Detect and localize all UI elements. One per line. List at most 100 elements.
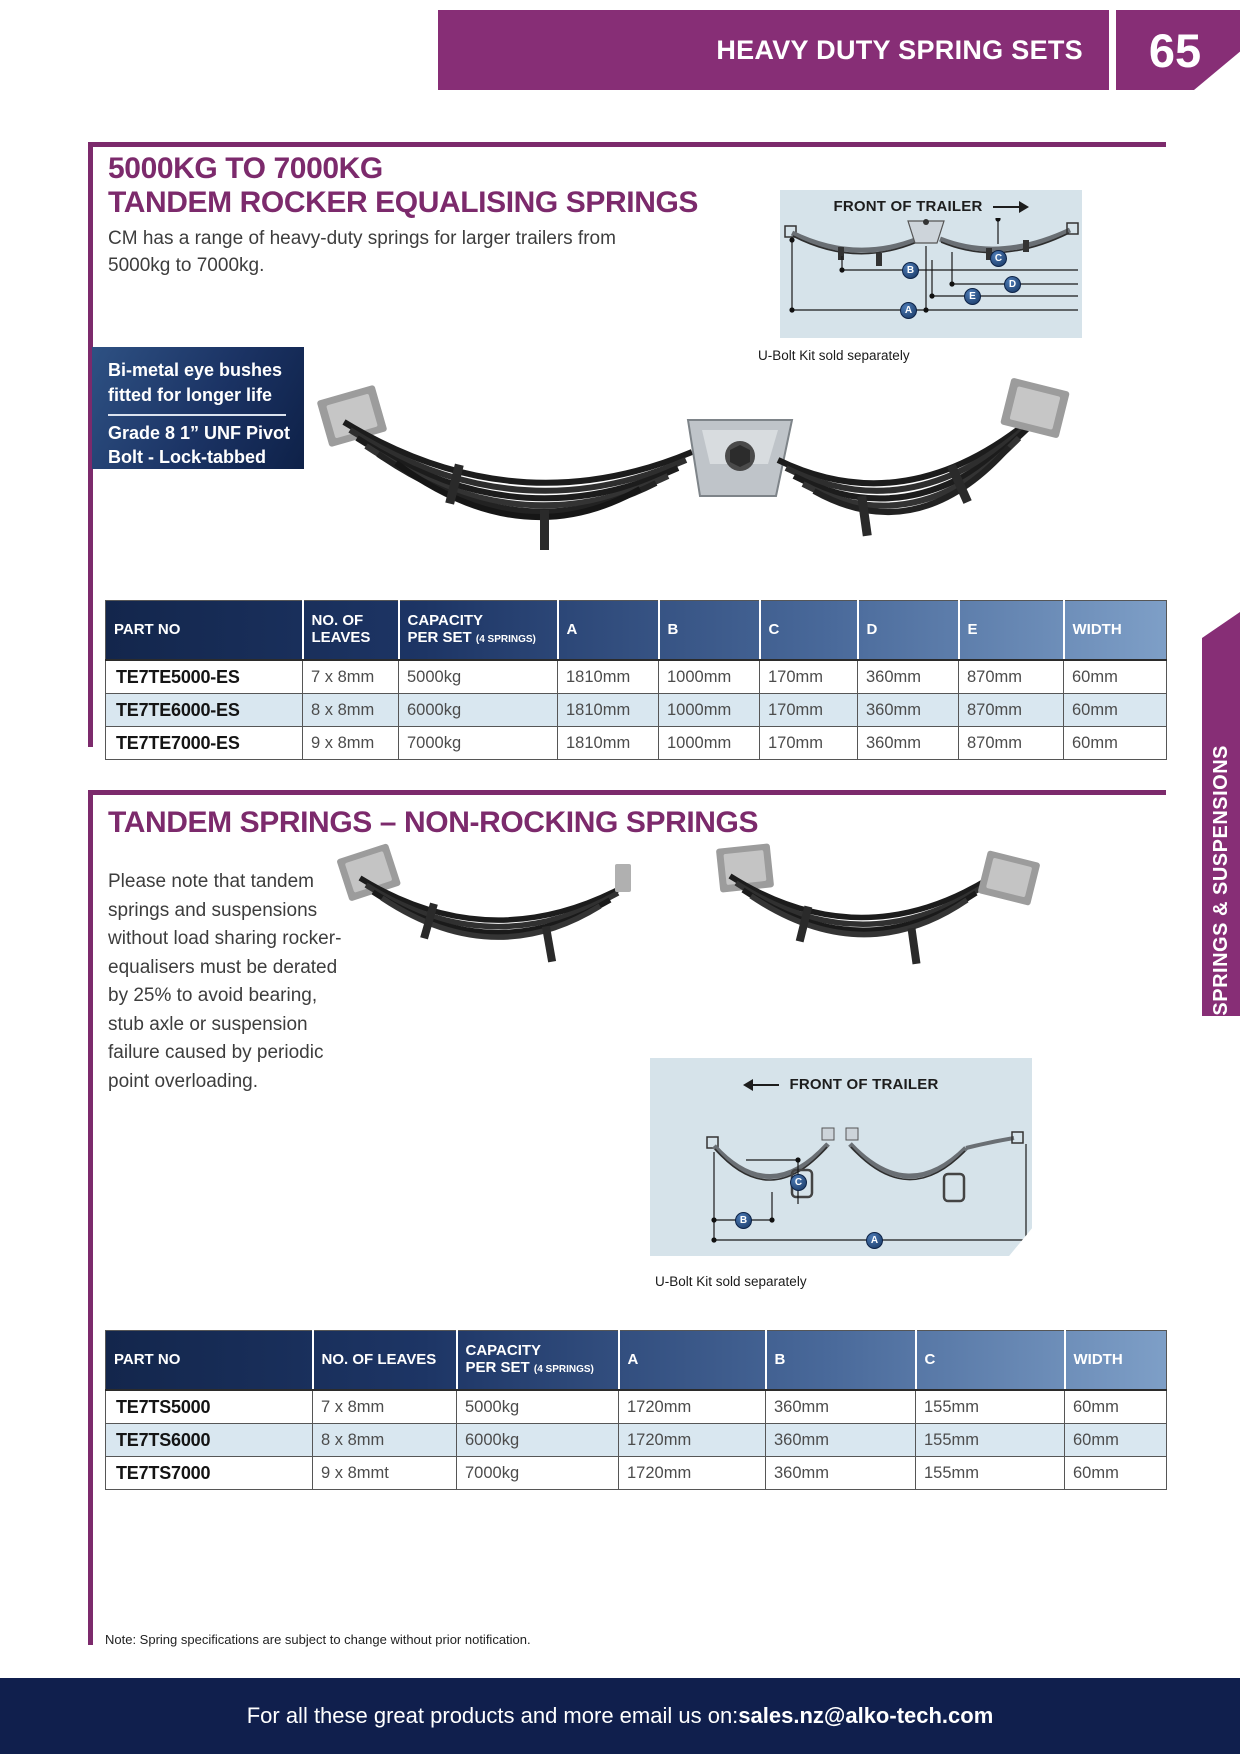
section2-left-border (88, 790, 93, 1645)
spec-cell: 360mm (765, 1456, 916, 1490)
dimension-diagram-rocker: FRONT OF TRAILER (780, 190, 1082, 338)
nonrocking-spring-schematic (706, 1127, 1029, 1243)
spec-cell: 60mm (1063, 726, 1167, 760)
side-tab-label: SPRINGS & SUSPENSIONS (1209, 745, 1232, 1016)
column-header: A (617, 1330, 766, 1391)
dim-label-a: A (866, 1232, 883, 1249)
column-header: NO. OF LEAVES (311, 1330, 457, 1391)
part-no-cell: TE7TS7000 (105, 1456, 313, 1490)
spec-cell: 170mm (759, 659, 858, 694)
spec-cell: 1000mm (658, 659, 760, 694)
dim-label-e: E (964, 288, 981, 305)
spec-cell: 360mm (857, 726, 959, 760)
spec-cell: 7000kg (398, 726, 558, 760)
spec-cell: 8 x 8mm (302, 693, 399, 727)
dim-label-a: A (900, 302, 917, 319)
diagram-title-row: FRONT OF TRAILER (650, 1076, 1032, 1093)
section2-body: Please note that tandem springs and susp… (108, 871, 342, 1092)
part-no-cell: TE7TE7000-ES (105, 726, 303, 760)
spec-cell: 155mm (915, 1423, 1065, 1457)
spec-cell: 1810mm (557, 659, 659, 694)
page-title: HEAVY DUTY SPRING SETS (716, 34, 1083, 65)
arrow-right-icon (992, 200, 1029, 213)
spec-cell: 1810mm (557, 726, 659, 760)
footer-text: For all these great products and more em… (246, 1703, 739, 1728)
spec-cell: 170mm (759, 693, 858, 727)
column-header: WIDTH (1063, 1330, 1167, 1391)
column-header: NO. OF LEAVES (301, 600, 399, 661)
spec-cell: 155mm (915, 1456, 1065, 1490)
dimension-diagram-nonrocking: FRONT OF TRAILER (650, 1058, 1032, 1256)
product-photo-rocker-springs (317, 378, 1070, 550)
part-no-cell: TE7TE6000-ES (105, 693, 303, 727)
section2-title: TANDEM SPRINGS – NON-ROCKING SPRINGS (108, 806, 759, 839)
spec-cell: 360mm (765, 1423, 916, 1457)
spec-cell: 1000mm (658, 693, 760, 727)
spec-cell: 155mm (915, 1389, 1065, 1424)
column-header: E (957, 600, 1064, 661)
spec-cell: 7000kg (456, 1456, 619, 1490)
spec-cell: 6000kg (456, 1423, 619, 1457)
spec-cell: 7 x 8mm (312, 1389, 457, 1424)
ubolt-caption-2: U-Bolt Kit sold separately (655, 1274, 807, 1289)
spec-cell: 60mm (1064, 1456, 1167, 1490)
section1-left-border (88, 142, 93, 747)
dim-label-c: C (790, 1174, 807, 1191)
page-header-banner: HEAVY DUTY SPRING SETS 65 (438, 10, 1240, 90)
header-divider (1109, 10, 1116, 90)
spec-cell: 870mm (958, 726, 1064, 760)
spec-cell: 170mm (759, 726, 858, 760)
spec-cell: 360mm (857, 659, 959, 694)
arrow-left-icon (743, 1078, 780, 1091)
spec-cell: 1720mm (618, 1456, 766, 1490)
callout-line: fitted for longer life (108, 384, 272, 405)
spec-cell: 360mm (765, 1389, 916, 1424)
section1-title-line1: 5000KG TO 7000KG (108, 152, 383, 185)
callout-divider (108, 413, 286, 416)
spec-cell: 7 x 8mm (302, 659, 399, 694)
spec-cell: 60mm (1064, 1423, 1167, 1457)
product-photo-tandem-springs (337, 843, 1040, 965)
dim-label-d: D (1004, 276, 1021, 293)
dim-label-c: C (990, 250, 1007, 267)
callout-line: Bi-metal eye bushes (108, 360, 283, 380)
page-number: 65 (1148, 23, 1202, 77)
ubolt-caption-1: U-Bolt Kit sold separately (758, 348, 910, 363)
spec-cell: 8 x 8mm (312, 1423, 457, 1457)
column-header: C (914, 1330, 1065, 1391)
column-header: PART NO (105, 1330, 313, 1391)
diagram-title-row: FRONT OF TRAILER (780, 198, 1082, 215)
section-side-tab: SPRINGS & SUSPENSIONS (1202, 612, 1240, 1016)
column-header: D (856, 600, 959, 661)
spec-cell: 1000mm (658, 726, 760, 760)
spec-disclaimer-note: Note: Spring specifications are subject … (105, 1632, 531, 1647)
section1-intro: CM has a range of heavy-duty springs for… (108, 228, 616, 276)
callout-line: Bolt - Lock-tabbed (108, 447, 266, 468)
column-header: B (657, 600, 760, 661)
part-no-cell: TE7TE5000-ES (105, 659, 303, 694)
spec-cell: 1720mm (618, 1389, 766, 1424)
front-of-trailer-label: FRONT OF TRAILER (789, 1076, 939, 1093)
part-no-cell: TE7TS6000 (105, 1423, 313, 1457)
spec-cell: 870mm (958, 659, 1064, 694)
feature-callout: Bi-metal eye bushes fitted for longer li… (92, 347, 304, 469)
column-header: A (556, 600, 659, 661)
callout-line: Grade 8 1” UNF Pivot (108, 422, 291, 443)
spec-cell: 360mm (857, 693, 959, 727)
spec-cell: 60mm (1063, 693, 1167, 727)
dim-label-b: B (735, 1212, 752, 1229)
footer-email-link[interactable]: sales.nz@alko-tech.com (738, 1703, 994, 1728)
spec-cell: 9 x 8mm (302, 726, 399, 760)
spec-cell: 6000kg (398, 693, 558, 727)
spec-cell: 9 x 8mmt (312, 1456, 457, 1490)
footer-bar: For all these great products and more em… (0, 1678, 1240, 1754)
